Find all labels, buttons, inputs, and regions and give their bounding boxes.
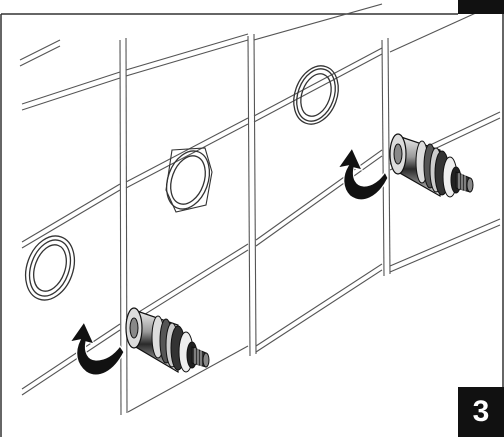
wall-opening-icon	[293, 65, 339, 125]
wall-opening-icon	[24, 235, 76, 301]
frame-border	[0, 13, 504, 437]
step-number-badge: 3	[458, 387, 504, 437]
corner-tab	[458, 0, 504, 14]
rotate-arrow-icon	[336, 146, 389, 201]
valve-cartridge-icon	[389, 133, 474, 198]
tile-wall	[19, 1, 501, 416]
valve-cartridge-icon	[125, 307, 210, 374]
rotate-arrow-icon	[68, 320, 125, 376]
wall-opening-icon	[165, 147, 213, 213]
